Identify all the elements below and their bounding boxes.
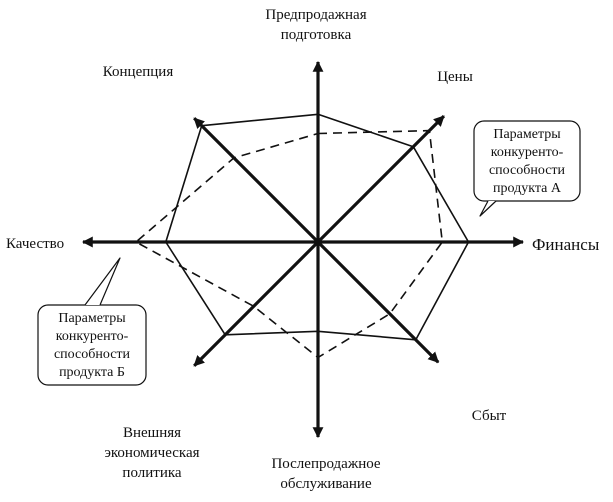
axis-label-foreign: Внешняя экономическая политика [104,425,199,481]
callout-text-line: Параметры [493,127,561,142]
axis-label-line: подготовка [281,27,352,43]
axis-label-line: экономическая [104,445,199,461]
axis-label-line: Внешняя [123,425,181,441]
callout-box [473,120,581,202]
axis-label-quality: Качество [6,236,64,252]
axis-labels: Предпродажная подготовкаЦеныФинансыСбытПо… [6,7,600,492]
axis-label-line: Предпродажная [265,7,366,23]
callout-text-line: способности [54,347,131,362]
callout-text: Параметры конкуренто-способности продукта … [489,127,566,196]
callout-product_a: Параметры конкуренто-способности продукта … [473,120,581,217]
axis-label-sales: Сбыт [472,408,507,424]
axis-label-line: Качество [6,236,64,252]
axis-label-prices: Цены [437,69,473,85]
callout-text-line: способности [489,163,566,178]
axis-prices [316,115,445,244]
axis-label-line: Цены [437,69,473,85]
callout-product_b: Параметры конкуренто-способности продукта … [37,257,147,386]
callout-pointer [479,200,497,217]
callout-text-line: Параметры [58,311,126,326]
axis-label-line: Финансы [532,235,600,254]
callouts: Параметры конкуренто-способности продукта … [37,120,581,386]
callout-text-line: продукта А [493,181,562,196]
axis-label-line: Сбыт [472,408,507,424]
axes-layer [81,60,525,439]
callout-text: Параметры конкуренто-способности продукта … [54,311,131,380]
axis-label-presale: Предпродажная подготовка [265,7,366,43]
series-layer [135,113,470,359]
axis-foreign [193,240,320,367]
axis-label-line: обслуживание [280,476,372,492]
axis-label-aftersale: Послепродажное обслуживание [271,456,380,492]
series-product_b [135,129,444,359]
callout-text-line: продукта Б [59,365,125,380]
axis-concept [193,117,320,244]
axis-label-line: Послепродажное [271,456,380,472]
callout-text-line: конкуренто- [56,329,129,344]
axis-sales [316,240,440,364]
axis-label-line: политика [122,465,181,481]
callout-text-line: конкуренто- [491,145,564,160]
axis-label-finance: Финансы [532,235,600,254]
series-product_a [165,113,470,341]
axis-label-line: Концепция [103,64,174,80]
callout-pointer [84,257,121,306]
axis-label-concept: Концепция [103,64,174,80]
